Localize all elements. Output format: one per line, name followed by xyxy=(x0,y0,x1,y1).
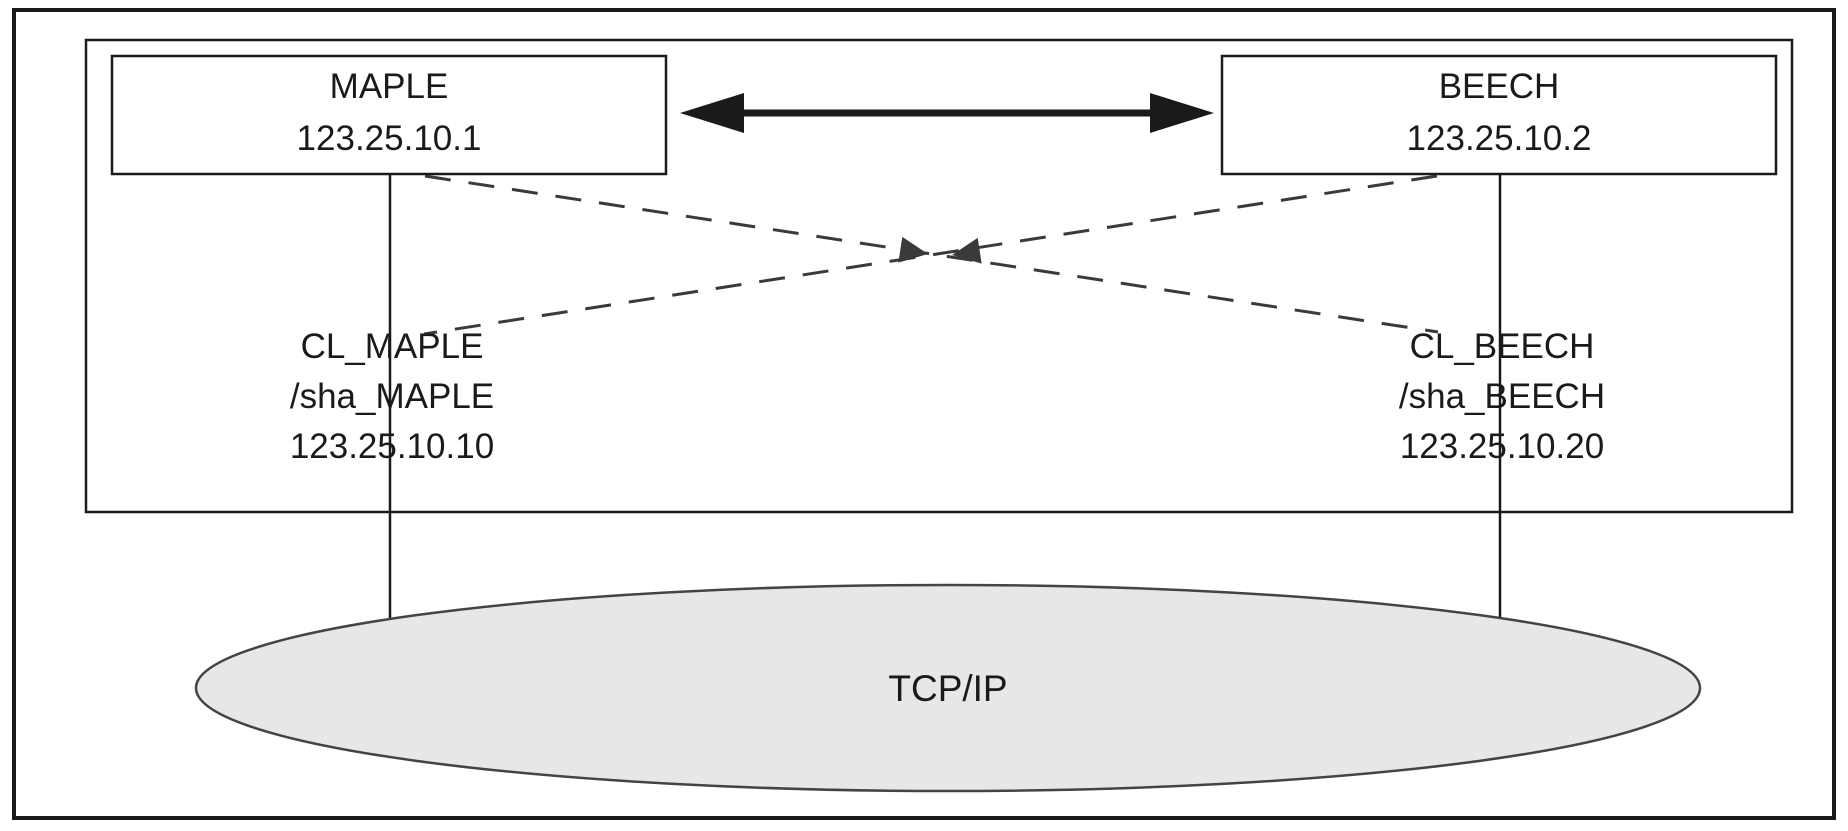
clmaple-share-label: /sha_MAPLE xyxy=(290,377,494,416)
dashed-link-arrowhead-left-icon xyxy=(952,237,982,264)
beech-node-ip: 123.25.10.2 xyxy=(1407,119,1592,158)
outer-border xyxy=(12,8,1836,820)
network-label: TCP/IP xyxy=(888,668,1007,709)
arrowhead-right-icon xyxy=(1150,93,1214,133)
clmaple-ip-label: 123.25.10.10 xyxy=(290,427,494,466)
maple-node-name: MAPLE xyxy=(330,67,449,106)
clbeech-ip-label: 123.25.10.20 xyxy=(1400,427,1604,466)
node-box-beech xyxy=(1220,54,1778,176)
clbeech-share-label: /sha_BEECH xyxy=(1399,377,1605,416)
network-ellipse xyxy=(194,583,1702,793)
clmaple-cluster-label: CL_MAPLE xyxy=(301,327,484,366)
cluster-frame xyxy=(84,38,1794,514)
clbeech-cluster-label: CL_BEECH xyxy=(1410,327,1595,366)
maple-to-clbeech-dashed-link xyxy=(424,174,1439,334)
dashed-link-arrowhead-right-icon xyxy=(898,236,928,263)
bidirectional-arrow xyxy=(680,93,1214,133)
beech-to-clmaple-dashed-link xyxy=(423,174,1438,336)
arrowhead-left-icon xyxy=(680,93,744,133)
maple-node-ip: 123.25.10.1 xyxy=(297,119,482,158)
beech-node-name: BEECH xyxy=(1439,67,1560,106)
node-box-maple xyxy=(110,54,668,176)
